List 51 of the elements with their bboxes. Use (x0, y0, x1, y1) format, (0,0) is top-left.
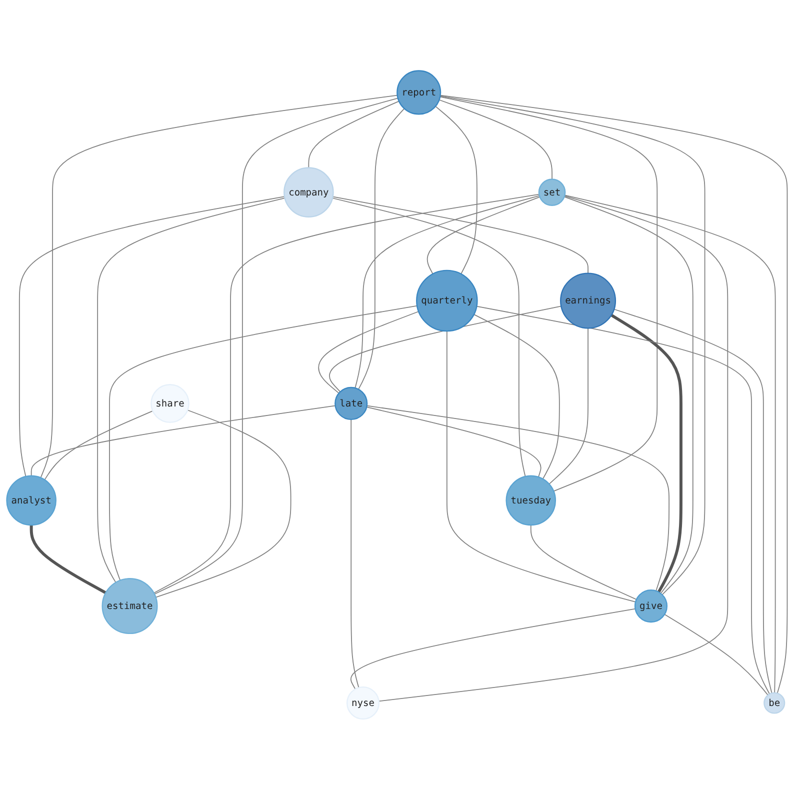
connector (378, 196, 728, 702)
connector (18, 196, 285, 478)
connector (440, 96, 706, 596)
node-circle: report (396, 70, 442, 115)
connector (440, 94, 788, 694)
node-circle: quarterly (416, 270, 478, 332)
connector (438, 100, 552, 180)
connector (564, 196, 694, 594)
connector (329, 306, 562, 392)
node-circle: estimate (102, 578, 158, 634)
connector (664, 614, 768, 696)
connector (610, 314, 682, 593)
node-circle: analyst (6, 475, 56, 526)
connector (153, 194, 540, 594)
connector (30, 525, 106, 594)
node-circle: company (284, 167, 334, 218)
connector (44, 410, 154, 480)
node-circle: late (334, 387, 368, 420)
connector (358, 108, 405, 390)
node-circle: share (150, 384, 190, 424)
connector (318, 311, 420, 394)
connector (476, 306, 770, 695)
connector (308, 100, 400, 168)
node-circle: tuesday (506, 475, 556, 526)
connector (366, 406, 542, 478)
connector (354, 195, 540, 389)
connector (154, 98, 398, 595)
connector (473, 314, 560, 480)
node-circle: give (634, 590, 668, 623)
connector (548, 328, 588, 485)
connector (97, 198, 286, 584)
connector (109, 306, 418, 581)
connector (350, 608, 636, 690)
connector (426, 196, 540, 275)
connector (350, 419, 360, 688)
connector (440, 96, 658, 492)
connector (155, 410, 292, 598)
connector (332, 196, 588, 274)
connector (332, 198, 526, 478)
connector (614, 308, 772, 694)
node-circle: earnings (560, 272, 616, 329)
connector (435, 106, 478, 275)
connector (564, 194, 776, 694)
node-circle: nyse (346, 686, 380, 720)
connector (366, 405, 670, 592)
node-circle: be (764, 692, 786, 714)
connector (446, 330, 636, 603)
connector (30, 405, 336, 476)
connector (530, 524, 637, 600)
node-circle: set (538, 178, 566, 206)
connector (40, 94, 398, 478)
